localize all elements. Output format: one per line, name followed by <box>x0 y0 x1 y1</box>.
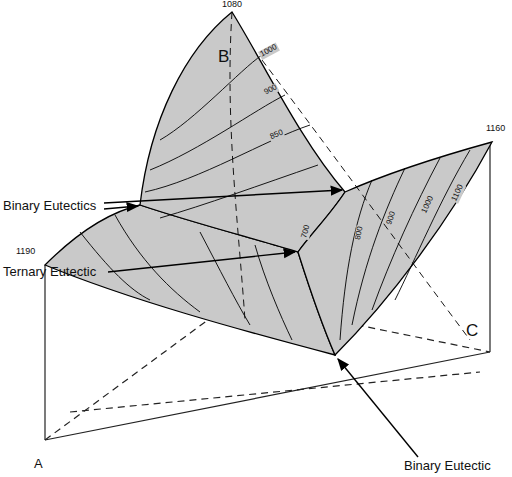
component-letter: C <box>466 322 478 341</box>
temperature-label: 1190 <box>16 247 35 257</box>
callout-text: Binary Eutectics <box>3 199 96 213</box>
callout-text: Binary Eutectic <box>404 459 491 473</box>
temperature-label: 1160 <box>486 124 505 134</box>
liquidus-surface <box>45 12 492 355</box>
component-letter: B <box>218 48 229 67</box>
isotherm-lines <box>80 12 470 340</box>
component-letter: A <box>34 457 43 471</box>
temperature-label: 1080 <box>222 0 242 10</box>
callout-text: Ternary Eutectic <box>3 265 96 279</box>
isotherm-label: 1000 <box>258 43 280 60</box>
leader-arrows <box>104 190 418 457</box>
